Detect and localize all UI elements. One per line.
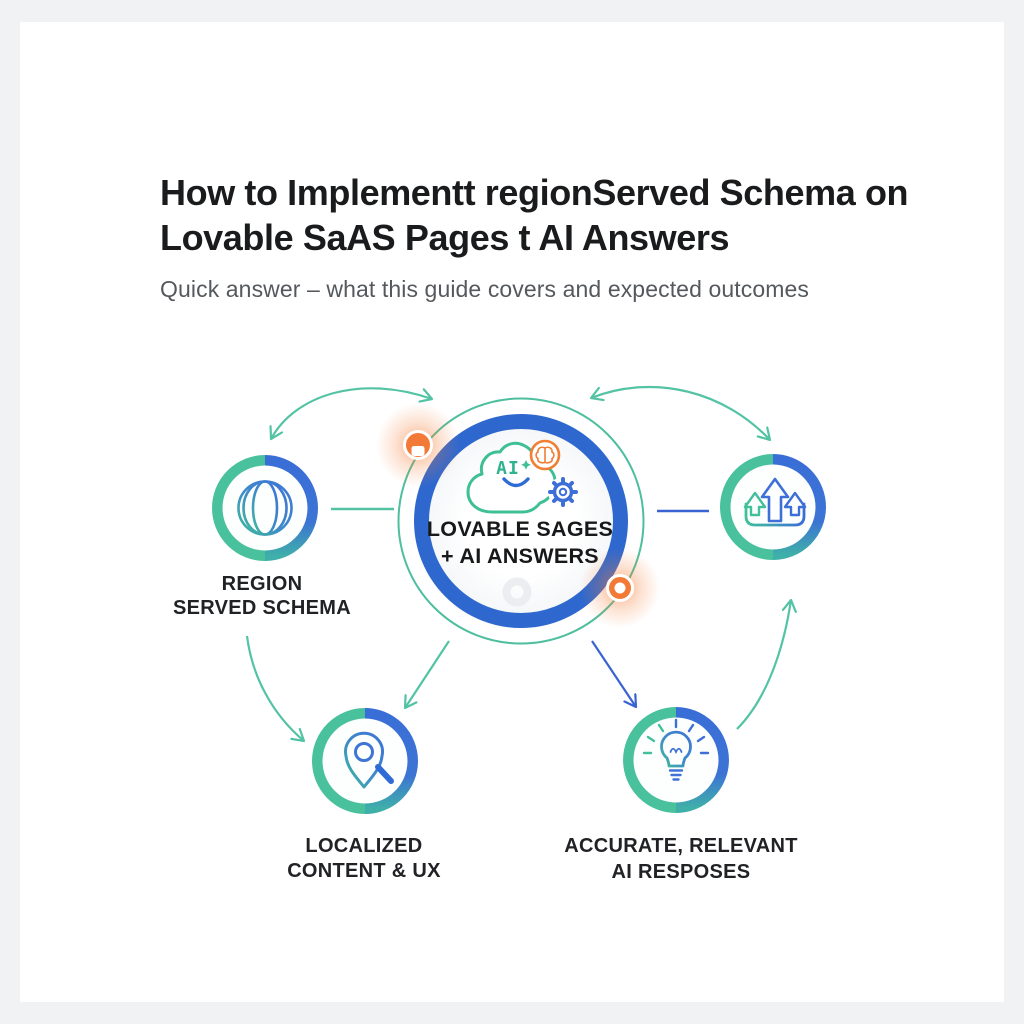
node-accurate-ai-responses: ACCURATE, RELEVANT AI RESPOSES [564, 707, 798, 883]
node-label-line1: REGION [222, 573, 303, 595]
map-pin-search-icon [344, 731, 394, 789]
page-title: How to Implementt regionServed Schema on… [160, 170, 990, 260]
center-blue-ring [414, 414, 628, 628]
header: How to Implementt regionServed Schema on… [160, 170, 990, 303]
arrow-center-to-bottomright [591, 640, 636, 707]
arrow-center-to-bottomleft [405, 640, 450, 708]
connector-arrows [245, 386, 791, 741]
arrow-left-to-bottomleft [245, 635, 304, 741]
node-label-line1: ACCURATE, RELEVANT [564, 835, 798, 857]
page-title-line2: Lovable SaAS Pages t AI Answers [160, 217, 730, 258]
node-region-served-schema: REGION SERVED SCHEMA [173, 455, 351, 619]
growth-arrows-icon [743, 477, 807, 527]
center-node-label-line1: LOVABLE SAGES [427, 517, 613, 541]
notification-badge-top [376, 403, 460, 487]
page-title-line1: How to Implementt regionServed Schema on [160, 172, 909, 213]
center-outer-teal-ring [397, 397, 645, 645]
ai-cloud-text: AI [496, 458, 520, 479]
node-localized-content-ux: LOCALIZED CONTENT & UX [287, 708, 441, 882]
node-growth-arrows [720, 454, 826, 560]
arc-arrow-right-top [591, 386, 770, 440]
notification-badge-bottom [580, 548, 660, 628]
node-label-line1: LOCALIZED [305, 835, 422, 857]
node-label-line2: SERVED SCHEMA [173, 597, 351, 619]
ai-cloud-icon: AI [466, 439, 578, 514]
globe-icon [237, 480, 293, 536]
node-label-line2: CONTENT & UX [287, 860, 441, 882]
gear-icon [548, 477, 578, 507]
brain-icon [529, 439, 561, 471]
lightbulb-icon [642, 718, 710, 781]
page-subtitle: Quick answer – what this guide covers an… [160, 276, 809, 302]
arrow-bottomright-to-right [736, 600, 791, 730]
sparkle-icon [521, 460, 531, 470]
arc-arrow-left-top [271, 387, 432, 439]
center-node-label-line2: + AI ANSWERS [441, 544, 599, 568]
node-label-line2: AI RESPOSES [612, 861, 751, 883]
page-card: How to Implementt regionServed Schema on… [20, 22, 1004, 1002]
center-node: AI LOVABL [397, 397, 645, 645]
smile-icon [502, 477, 530, 488]
center-inner-disc [429, 429, 613, 613]
faint-dot [502, 577, 532, 607]
